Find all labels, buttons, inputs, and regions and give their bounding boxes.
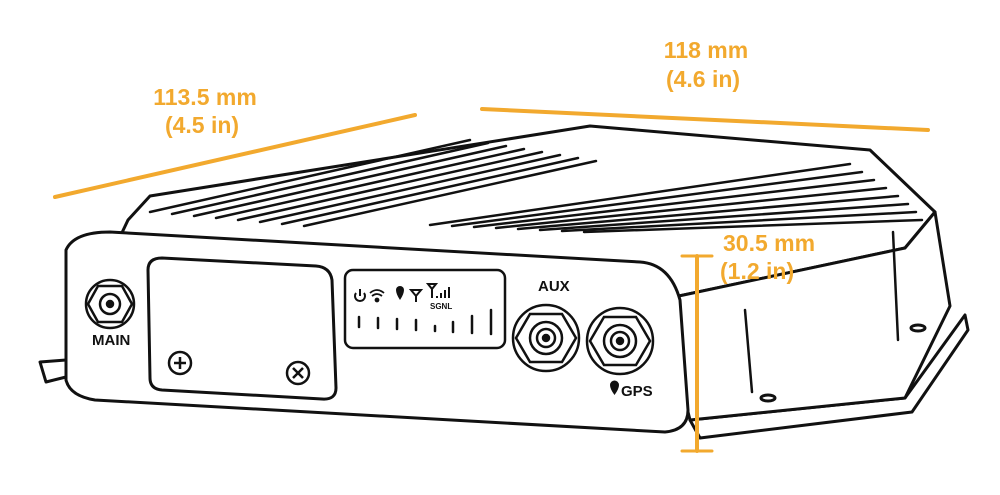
gps-connector bbox=[585, 306, 655, 376]
right-width-metric: 118 mm bbox=[664, 37, 748, 63]
plate-screws bbox=[167, 350, 311, 386]
front-plate bbox=[146, 256, 338, 401]
signal-label: SGNL bbox=[430, 302, 452, 311]
height-imperial: (1.2 in) bbox=[720, 258, 794, 284]
dimension-line-left-width bbox=[53, 113, 417, 199]
location-pin-icon bbox=[396, 286, 404, 300]
gps-pin-icon bbox=[610, 380, 619, 395]
dimension-line-right-width bbox=[480, 107, 930, 132]
signal-bars-icon bbox=[425, 283, 450, 298]
led-panel: SGNL bbox=[343, 268, 507, 350]
right-side-wall bbox=[658, 210, 952, 422]
dimension-lines bbox=[53, 107, 930, 453]
height-metric: 30.5 mm bbox=[723, 230, 815, 256]
left-width-metric: 113.5 mm bbox=[153, 84, 257, 110]
flange-hole-front bbox=[759, 393, 777, 403]
wifi-icon bbox=[369, 289, 385, 303]
side-rib-1 bbox=[743, 308, 754, 394]
led-indicators bbox=[357, 308, 493, 336]
right-width-imperial: (4.6 in) bbox=[666, 66, 740, 92]
gps-port-label: GPS bbox=[621, 383, 653, 400]
heatsink-fins bbox=[148, 138, 924, 234]
main-port-label: MAIN bbox=[92, 332, 130, 349]
flange-hole-right bbox=[909, 323, 927, 333]
antenna-icon bbox=[408, 289, 424, 302]
left-width-imperial: (4.5 in) bbox=[165, 112, 239, 138]
aux-port-label: AUX bbox=[538, 278, 570, 295]
power-icon bbox=[354, 289, 366, 302]
main-connector bbox=[84, 278, 136, 330]
side-rib-2 bbox=[891, 230, 900, 342]
aux-connector bbox=[511, 303, 581, 373]
